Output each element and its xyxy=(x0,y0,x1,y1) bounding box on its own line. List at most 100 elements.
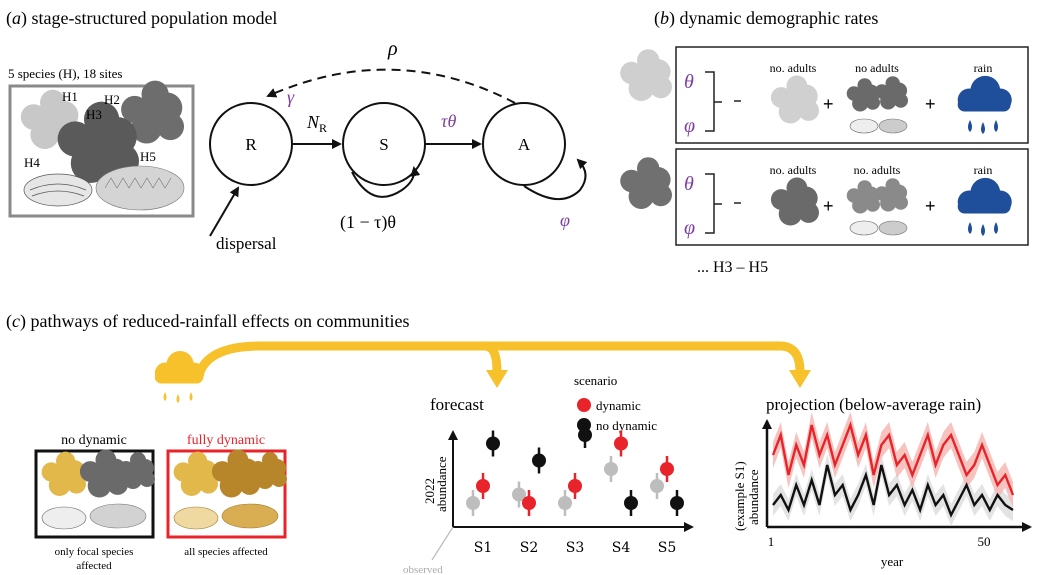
col-label-3: rain xyxy=(974,163,993,177)
theta-label: θ xyxy=(684,173,694,195)
plus-sign: + xyxy=(823,196,834,216)
rho-label: ρ xyxy=(387,38,398,60)
projection-x-end: 50 xyxy=(978,534,991,549)
forecast-x-tick: S3 xyxy=(566,540,585,556)
panel-c-title: (c) pathways of reduced-rainfall effects… xyxy=(6,311,410,332)
rate-row-1: θ φ no. adults + no adults + rain xyxy=(675,46,1029,144)
observed-label: observed xyxy=(403,564,443,575)
forecast-point-no-dynamic xyxy=(578,428,592,442)
theta-label: θ xyxy=(684,71,694,93)
scenario-title: scenario xyxy=(574,373,617,388)
plus-sign: + xyxy=(823,94,834,114)
bracket-icon xyxy=(705,173,722,234)
forecast-point-no-dynamic xyxy=(486,436,500,451)
rain-to-forecast-arrow xyxy=(484,341,502,373)
state-r-node xyxy=(209,102,293,186)
forecast-point-dynamic xyxy=(522,496,536,510)
forecast-point-dynamic xyxy=(476,479,490,493)
projection-title: projection (below-average rain) xyxy=(766,395,981,414)
legend-no-dynamic-label: no dynamic xyxy=(596,418,657,433)
forecast-point-no-dynamic xyxy=(670,496,684,510)
projection-chart: projection (below-average rain) abundanc… xyxy=(732,395,1032,569)
forecast-point-observed xyxy=(650,479,664,493)
bush-h4-icon xyxy=(23,173,93,207)
bracket-icon xyxy=(705,71,722,132)
state-r-label: R xyxy=(245,135,257,154)
state-a-node xyxy=(482,102,566,186)
panel-a-title: (a) stage-structured population model xyxy=(6,8,277,29)
a-self-loop-arrow xyxy=(523,158,588,201)
forecast-chart: forecast scenario dynamic no dynamic abu… xyxy=(403,373,694,575)
projection-line-no-dynamic xyxy=(772,464,1014,518)
s-self-loop-arrow xyxy=(351,166,421,198)
col-label-1: no. adults xyxy=(770,61,817,75)
state-s-label: S xyxy=(379,135,388,154)
forecast-x-tick: S1 xyxy=(474,540,493,556)
projection-band-dynamic xyxy=(773,412,1013,508)
no-dynamic-caption-line1: only focal species xyxy=(55,546,134,558)
tag-h2: H2 xyxy=(104,92,120,107)
one-minus-tau-theta-label: (1 − τ)θ xyxy=(340,212,396,233)
forecast-ylabel: abundance xyxy=(434,456,449,512)
col-label-2: no. adults xyxy=(854,163,901,177)
species-label: 5 species (H), 18 sites xyxy=(8,66,122,81)
forecast-point-observed xyxy=(466,496,480,510)
reduced-rain-cloud-icon xyxy=(154,350,205,403)
tag-h5: H5 xyxy=(140,149,156,164)
state-a-label: A xyxy=(518,135,531,154)
rate-row-2: θ φ no. adults + no. adults + rain xyxy=(675,148,1029,246)
phi-label: φ xyxy=(684,115,695,137)
nr-label: NR xyxy=(306,112,327,135)
dispersal-arrow xyxy=(209,186,240,237)
forecast-point-observed xyxy=(558,496,572,510)
projection-ylabel-line1: abundance xyxy=(746,469,761,525)
col-label-2: no adults xyxy=(855,61,899,75)
legend-dynamic-label: dynamic xyxy=(596,398,641,413)
forecast-point-observed xyxy=(512,487,526,502)
tag-h1: H1 xyxy=(62,89,78,104)
dispersal-label: dispersal xyxy=(216,234,277,253)
fully-dynamic-title: fully dynamic xyxy=(187,433,265,448)
forecast-title: forecast xyxy=(430,395,484,414)
projection-line-dynamic xyxy=(771,421,1015,496)
forecast-point-dynamic xyxy=(614,436,628,451)
forecast-point-observed xyxy=(604,462,618,476)
fully-dynamic-panel: fully dynamic all species affected xyxy=(166,433,287,558)
projection-x-start: 1 xyxy=(768,534,775,549)
no-dynamic-panel: no dynamic only focal species affected xyxy=(34,433,155,572)
col-label-1: no. adults xyxy=(770,163,817,177)
state-s-node xyxy=(342,102,426,186)
no-dynamic-caption-line2: affected xyxy=(76,560,112,572)
bush-h2-row-icon xyxy=(620,157,672,209)
observed-axis xyxy=(431,526,454,561)
tau-theta-label: τθ xyxy=(441,111,456,131)
forecast-point-dynamic xyxy=(660,462,674,476)
phi-label: φ xyxy=(684,217,695,239)
life-cycle-diagram: R S A ρ γ NR τθ (1 − τ)θ φ dispersal xyxy=(209,38,588,253)
col-label-3: rain xyxy=(974,61,993,75)
tag-h3: H3 xyxy=(86,107,102,122)
rho-arrow xyxy=(266,68,516,104)
plus-sign: + xyxy=(925,94,936,114)
forecast-x-tick: S2 xyxy=(520,540,539,556)
bush-h1-row-icon xyxy=(620,49,672,101)
forecast-point-dynamic xyxy=(568,479,582,493)
projection-xlabel: year xyxy=(881,554,904,569)
tag-h4: H4 xyxy=(24,155,40,170)
forecast-x-tick: S5 xyxy=(658,540,677,556)
rain-cloud-icon xyxy=(957,177,1012,236)
no-dynamic-title: no dynamic xyxy=(61,433,127,448)
fully-dynamic-caption: all species affected xyxy=(184,546,268,558)
forecast-x-tick: S4 xyxy=(612,540,631,556)
forecast-point-no-dynamic xyxy=(532,453,546,468)
legend-dynamic-marker xyxy=(577,398,591,412)
species-box: H1 H2 H3 H4 H5 xyxy=(8,80,195,218)
panel-b-title: (b) dynamic demographic rates xyxy=(654,8,878,29)
forecast-point-no-dynamic xyxy=(624,496,638,510)
gamma-label: γ xyxy=(287,87,295,107)
plus-sign: + xyxy=(925,196,936,216)
more-species-label: ... H3 – H5 xyxy=(697,259,768,276)
rain-effect-arrow xyxy=(195,341,805,374)
projection-ylabel-line2: (example S1) xyxy=(732,461,747,531)
